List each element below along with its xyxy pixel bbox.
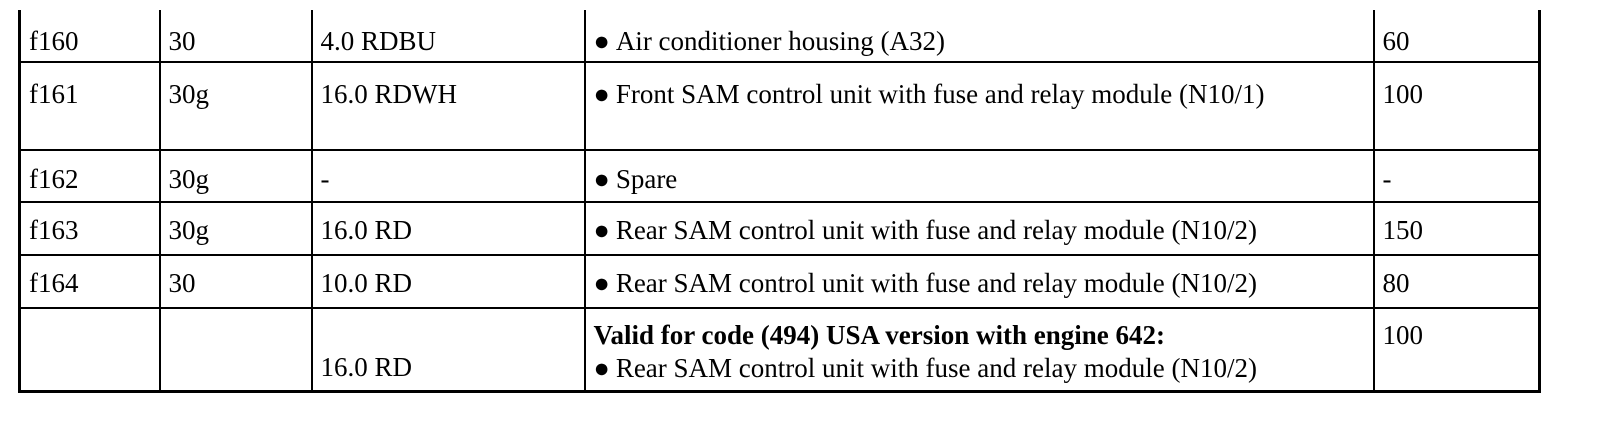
terminal-cell: 30: [158, 10, 313, 63]
bullet-icon: ●: [593, 353, 610, 383]
wire-cell: 10.0 RD: [310, 254, 586, 309]
fuse-cell: f162: [18, 149, 161, 203]
bullet-icon: ●: [593, 164, 610, 194]
consumer-cell: ●Rear SAM control unit with fuse and rel…: [583, 254, 1375, 309]
amps-cell: 150: [1372, 201, 1541, 256]
amps-cell: 60: [1372, 10, 1541, 63]
fuse-cell: f160: [18, 10, 161, 63]
consumer-cell: ●Spare: [583, 149, 1375, 203]
wire-cell: 16.0 RDWH: [310, 61, 586, 151]
table-row: f162 30g - ●Spare -: [18, 149, 1541, 203]
consumer-cell: ●Air conditioner housing (A32): [583, 10, 1375, 63]
consumer-text: Spare: [615, 164, 678, 194]
consumer-cell: Valid for code (494) USA version with en…: [583, 307, 1375, 392]
terminal-cell: 30g: [158, 61, 313, 151]
table-row: f164 30 10.0 RD ●Rear SAM control unit w…: [18, 254, 1541, 309]
table-row: f161 30g 16.0 RDWH ●Front SAM control un…: [18, 61, 1541, 151]
wire-cell: 16.0 RD: [310, 307, 586, 392]
terminal-cell: 30: [158, 254, 313, 309]
terminal-cell: 30g: [158, 201, 313, 256]
fuse-table: f160 30 4.0 RDBU ●Air conditioner housin…: [18, 10, 1541, 393]
consumer-text: Air conditioner housing (A32): [615, 26, 946, 56]
consumer-text: Rear SAM control unit with fuse and rela…: [615, 353, 1257, 383]
validity-condition: Valid for code (494) USA version with en…: [593, 320, 1166, 350]
amps-cell: 80: [1372, 254, 1541, 309]
table-row: f163 30g 16.0 RD ●Rear SAM control unit …: [18, 201, 1541, 256]
consumer-line: ●Rear SAM control unit with fuse and rel…: [594, 352, 1365, 385]
fuse-cell: f161: [18, 61, 161, 151]
terminal-cell: 30g: [158, 149, 313, 203]
fuse-cell: [18, 307, 161, 392]
consumer-cell: ●Front SAM control unit with fuse and re…: [583, 61, 1375, 151]
consumer-text: Rear SAM control unit with fuse and rela…: [615, 215, 1257, 245]
fuse-cell: f164: [18, 254, 161, 309]
bullet-icon: ●: [593, 268, 610, 298]
table-row: 16.0 RD Valid for code (494) USA version…: [18, 307, 1541, 392]
wire-cell: 4.0 RDBU: [310, 10, 586, 63]
amps-cell: -: [1372, 149, 1541, 203]
bullet-icon: ●: [593, 79, 610, 109]
wire-cell: 16.0 RD: [310, 201, 586, 256]
amps-cell: 100: [1372, 307, 1541, 392]
consumer-text: Front SAM control unit with fuse and rel…: [615, 79, 1265, 109]
bullet-icon: ●: [593, 215, 610, 245]
terminal-cell: [158, 307, 313, 392]
table-row: f160 30 4.0 RDBU ●Air conditioner housin…: [18, 10, 1541, 63]
fuse-cell: f163: [18, 201, 161, 256]
consumer-text: Rear SAM control unit with fuse and rela…: [615, 268, 1257, 298]
wire-cell: -: [310, 149, 586, 203]
consumer-cell: ●Rear SAM control unit with fuse and rel…: [583, 201, 1375, 256]
amps-cell: 100: [1372, 61, 1541, 151]
bullet-icon: ●: [593, 26, 610, 56]
